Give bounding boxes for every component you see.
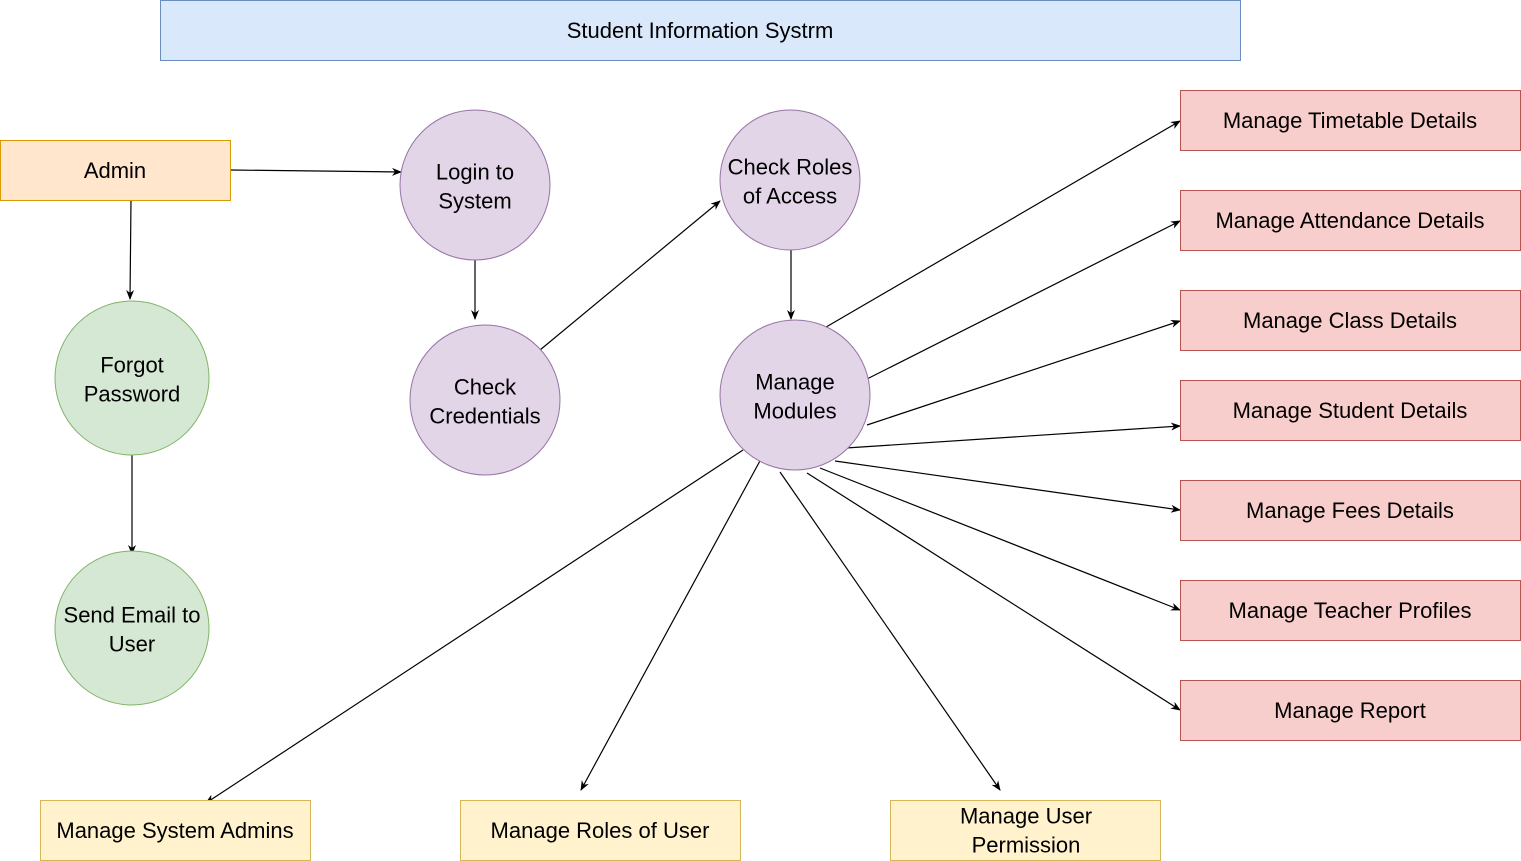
edges [126, 120, 1181, 804]
node-check-roles-of-access: Check Roles of Access [719, 109, 861, 251]
label-line: Manage Fees Details [1246, 498, 1454, 523]
node-manage-attendance-details: Manage Attendance Details [1180, 190, 1521, 251]
node-manage-roles-of-user: Manage Roles of User [460, 800, 741, 861]
label-line: Admin [84, 158, 146, 183]
label-line: Check Roles [728, 155, 853, 180]
edge-modules-to-system-admins [205, 449, 744, 804]
label-line: Manage User [960, 804, 1092, 829]
node-manage-report: Manage Report [1180, 680, 1521, 741]
node-send-email-to-user: Send Email to User [54, 550, 210, 706]
node-admin-box [0, 140, 231, 201]
node-manage-teacher-profiles: Manage Teacher Profiles [1180, 580, 1521, 641]
node-manage-student-details: Manage Student Details [1180, 380, 1521, 441]
label-line: Credentials [429, 404, 540, 429]
edge-check-credentials-to-check-roles [539, 200, 721, 351]
title-banner-box [160, 0, 1241, 61]
node-login-circle [399, 109, 551, 261]
node-attendance-label: Manage Attendance Details [1215, 208, 1484, 233]
label-line: Manage Timetable Details [1223, 108, 1477, 133]
node-teacher-label: Manage Teacher Profiles [1229, 598, 1472, 623]
node-report-label: Manage Report [1274, 698, 1426, 723]
node-fees-label: Manage Fees Details [1246, 498, 1454, 523]
node-manage-class-details: Manage Class Details [1180, 290, 1521, 351]
label-line: Password [84, 382, 181, 407]
node-report-box [1180, 680, 1521, 741]
node-forgot-password-circle [54, 300, 210, 456]
node-manage-timetable-details: Manage Timetable Details [1180, 90, 1521, 151]
node-admin: Admin [0, 140, 231, 201]
edge-modules-to-attendance [866, 220, 1181, 380]
node-fees-box [1180, 480, 1521, 541]
node-login-to-system: Login to System [399, 109, 551, 261]
edge-admin-to-forgot-password [126, 199, 135, 300]
label-line: Manage Attendance Details [1215, 208, 1484, 233]
label-line: Forgot [100, 353, 164, 378]
node-timetable-box [1180, 90, 1521, 151]
edge-modules-to-class [866, 320, 1181, 426]
node-check-roles-label: Check Roles of Access [728, 155, 853, 209]
edge-modules-to-student [845, 422, 1181, 449]
node-student-box [1180, 380, 1521, 441]
label-line: Manage Class Details [1243, 308, 1457, 333]
label-line: Manage [755, 370, 835, 395]
title-banner: Student Information Systrm [160, 0, 1241, 61]
node-roles-of-user-label: Manage Roles of User [491, 818, 710, 843]
node-system-admins-box [40, 800, 311, 861]
label-line: Modules [753, 399, 836, 424]
edge-admin-to-login [229, 167, 402, 176]
node-attendance-box [1180, 190, 1521, 251]
label-line: Manage Teacher Profiles [1229, 598, 1472, 623]
label-line: User [109, 632, 155, 657]
edge-modules-to-user-permission [779, 471, 1001, 791]
label-line: Manage Student Details [1233, 398, 1468, 423]
node-manage-modules-circle [719, 319, 871, 471]
node-class-box [1180, 290, 1521, 351]
node-teacher-box [1180, 580, 1521, 641]
edge-modules-to-timetable [820, 120, 1181, 331]
node-send-email-label: Send Email to User [64, 603, 201, 657]
label-line: Send Email to [64, 603, 201, 628]
node-check-roles-circle [719, 109, 861, 251]
edge-modules-to-fees [834, 460, 1181, 513]
label-line: Manage Roles of User [491, 818, 710, 843]
label-line: System [438, 189, 511, 214]
node-class-label: Manage Class Details [1243, 308, 1457, 333]
label-line: Check [454, 375, 517, 400]
edge-modules-to-roles-of-user [580, 458, 762, 791]
edge-modules-to-teacher [819, 467, 1181, 611]
label-line: of Access [743, 184, 837, 209]
node-timetable-label: Manage Timetable Details [1223, 108, 1477, 133]
diagram-title: Student Information Systrm [567, 18, 834, 43]
node-student-label: Manage Student Details [1233, 398, 1468, 423]
node-manage-fees-details: Manage Fees Details [1180, 480, 1521, 541]
label-line: Login to [436, 160, 514, 185]
node-check-credentials-circle [409, 324, 561, 476]
label-line: Manage Report [1274, 698, 1426, 723]
node-manage-system-admins: Manage System Admins [40, 800, 311, 861]
edge-modules-to-report [806, 472, 1181, 711]
label-line: Permission [972, 833, 1081, 858]
node-system-admins-label: Manage System Admins [56, 818, 293, 843]
node-send-email-circle [54, 550, 210, 706]
node-admin-label: Admin [84, 158, 146, 183]
label-line: Manage System Admins [56, 818, 293, 843]
node-login-label: Login to System [436, 160, 514, 214]
